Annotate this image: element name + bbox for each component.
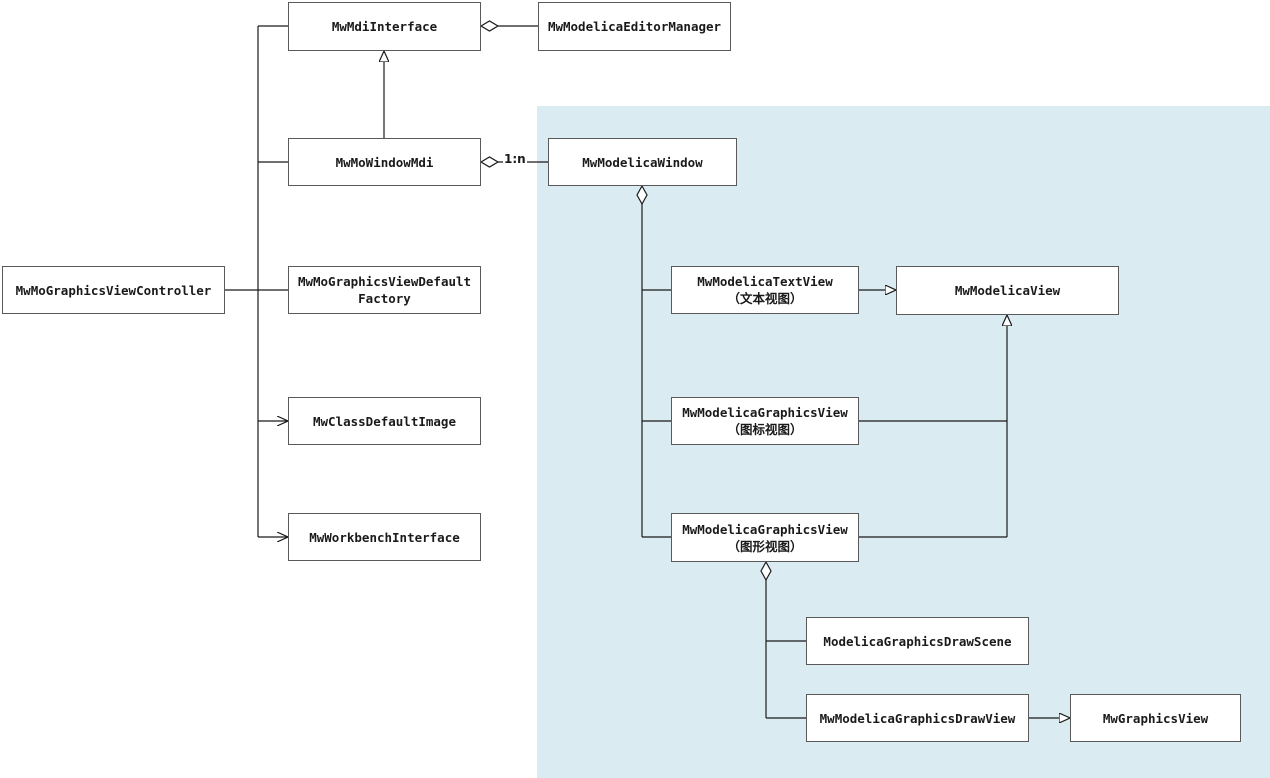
mdi-interface-label: MwMdiInterface [331, 19, 438, 34]
draw-view-class: MwModelicaGraphicsDrawView [806, 694, 1029, 742]
modelica-window-label: MwModelicaWindow [582, 154, 703, 170]
modelica-window-region [537, 106, 1270, 778]
multiplicity-label: 1:n [503, 152, 527, 166]
diagram-view-note: （图形视图） [727, 538, 803, 554]
draw-scene-label: ModelicaGraphicsDrawScene [823, 633, 1012, 649]
editor-manager-class: MwModelicaEditorManager [538, 2, 731, 51]
modelica-view-class: MwModelicaView [896, 266, 1119, 315]
window-mdi-label: MwMoWindowMdi [335, 154, 434, 170]
controller-label: MwMoGraphicsViewController [15, 282, 212, 298]
draw-scene-class: ModelicaGraphicsDrawScene [806, 617, 1029, 665]
default-factory-class: MwMoGraphicsViewDefault Factory [288, 266, 481, 314]
diagram-view-label: MwModelicaGraphicsView [682, 521, 848, 537]
icon-view-label: MwModelicaGraphicsView [682, 405, 848, 420]
modelica-view-label: MwModelicaView [954, 283, 1061, 298]
icon-view-class: MwModelicaGraphicsView （图标视图） [671, 397, 859, 445]
draw-view-label: MwModelicaGraphicsDrawView [819, 710, 1016, 726]
diagram-view-diamond [760, 560, 772, 582]
workbench-interface-label: MwWorkbenchInterface [309, 529, 460, 545]
default-factory-label-line1: MwMoGraphicsViewDefault [297, 274, 472, 289]
class-default-image-label: MwClassDefaultImage [313, 413, 456, 429]
modelica-window-diamond [636, 184, 648, 206]
controller-class: MwMoGraphicsViewController [2, 266, 225, 314]
window-mdi-aggregation-diamond [479, 156, 500, 168]
text-view-label: MwModelicaTextView [697, 274, 833, 289]
text-view-note: （文本视图） [727, 291, 803, 306]
window-mdi-class: MwMoWindowMdi [288, 138, 481, 186]
graphics-view-label: MwGraphicsView [1102, 710, 1209, 726]
diagram-view-class: MwModelicaGraphicsView （图形视图） [671, 513, 859, 562]
modelica-window-class: MwModelicaWindow [548, 138, 737, 186]
icon-view-note: （图标视图） [727, 422, 803, 437]
graphics-view-class: MwGraphicsView [1070, 694, 1241, 742]
text-view-class: MwModelicaTextView （文本视图） [671, 266, 859, 314]
mdi-interface-class: MwMdiInterface [288, 2, 481, 51]
mdi-editor-aggregation-diamond [479, 20, 500, 32]
class-default-image-class: MwClassDefaultImage [288, 397, 481, 445]
editor-manager-label: MwModelicaEditorManager [547, 19, 722, 34]
workbench-interface-class: MwWorkbenchInterface [288, 513, 481, 561]
default-factory-label-line2: Factory [358, 291, 411, 306]
